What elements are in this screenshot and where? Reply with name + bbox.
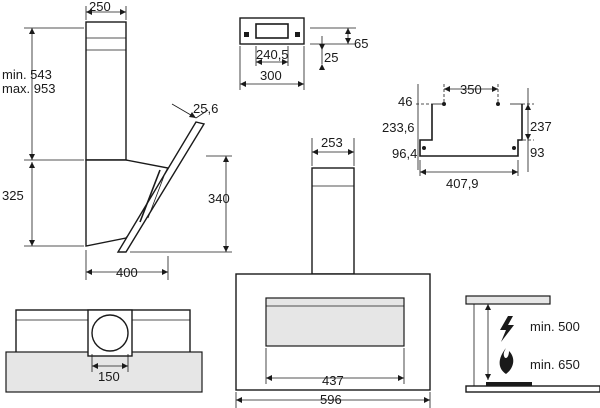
dim-side-chimney-min: min. 543 xyxy=(2,67,52,82)
dim-side-chimney-max: max. 953 xyxy=(2,81,55,96)
plan-hole-bottom-left xyxy=(422,146,426,150)
clearance-burner xyxy=(486,382,532,386)
plan-hole-bottom-right xyxy=(512,146,516,150)
dim-bracket-outer: 300 xyxy=(260,68,282,83)
bracket-slot xyxy=(255,23,289,39)
side-view: 250 min. 543 max. 953 325 25,6 340 400 xyxy=(2,0,232,280)
dim-side-glass-height: 340 xyxy=(208,191,230,206)
cooktop-clearance: min. 500 min. 650 xyxy=(465,295,600,393)
top-view-outlet xyxy=(91,314,129,352)
dim-side-tilt: 25,6 xyxy=(193,101,218,116)
dim-plan-right-upper: 237 xyxy=(530,119,552,134)
bracket-body xyxy=(239,17,305,45)
dim-front-inner-width: 437 xyxy=(322,373,344,388)
clearance-hood-underside xyxy=(465,295,551,305)
front-view: 253 437 596 xyxy=(235,135,431,408)
flame-icon xyxy=(499,348,514,374)
dim-side-top-width: 250 xyxy=(89,0,111,14)
clearance-electric-label: min. 500 xyxy=(530,319,580,334)
dim-plan-bottom-width: 407,9 xyxy=(446,176,479,191)
plan-hole-top-left xyxy=(442,102,446,106)
dim-front-chimney-width: 253 xyxy=(321,135,343,150)
dim-plan-top-width: 350 xyxy=(460,82,482,97)
clearance-gas-label: min. 650 xyxy=(530,357,580,372)
dim-plan-left-mid: 233,6 xyxy=(382,120,415,135)
dim-top-outlet: 150 xyxy=(98,369,120,384)
front-glass-panel xyxy=(265,297,405,347)
top-view: 150 xyxy=(5,309,203,393)
drill-hole-plan: 350 46 233,6 96,4 237 93 407,9 xyxy=(382,82,552,191)
side-chimney xyxy=(85,21,127,161)
plan-hole-top-right xyxy=(496,102,500,106)
front-chimney xyxy=(311,167,355,275)
dim-bracket-offset: 25 xyxy=(324,50,338,65)
plan-outline xyxy=(419,104,523,157)
side-glass-panel xyxy=(116,121,206,253)
dim-plan-left-upper: 46 xyxy=(398,94,412,109)
dim-front-total-width: 596 xyxy=(320,392,342,407)
dim-plan-left-lower: 96,4 xyxy=(392,146,417,161)
dim-bracket-height: 65 xyxy=(354,36,368,51)
mounting-bracket: 65 25 240,5 300 xyxy=(239,17,368,90)
top-view-glass xyxy=(5,351,203,393)
dim-side-canopy-height: 325 xyxy=(2,188,24,203)
dim-side-depth: 400 xyxy=(116,265,138,280)
dim-bracket-inner: 240,5 xyxy=(256,47,289,62)
clearance-cooktop xyxy=(465,385,600,393)
dim-plan-right-lower: 93 xyxy=(530,145,544,160)
lightning-icon xyxy=(500,316,514,342)
